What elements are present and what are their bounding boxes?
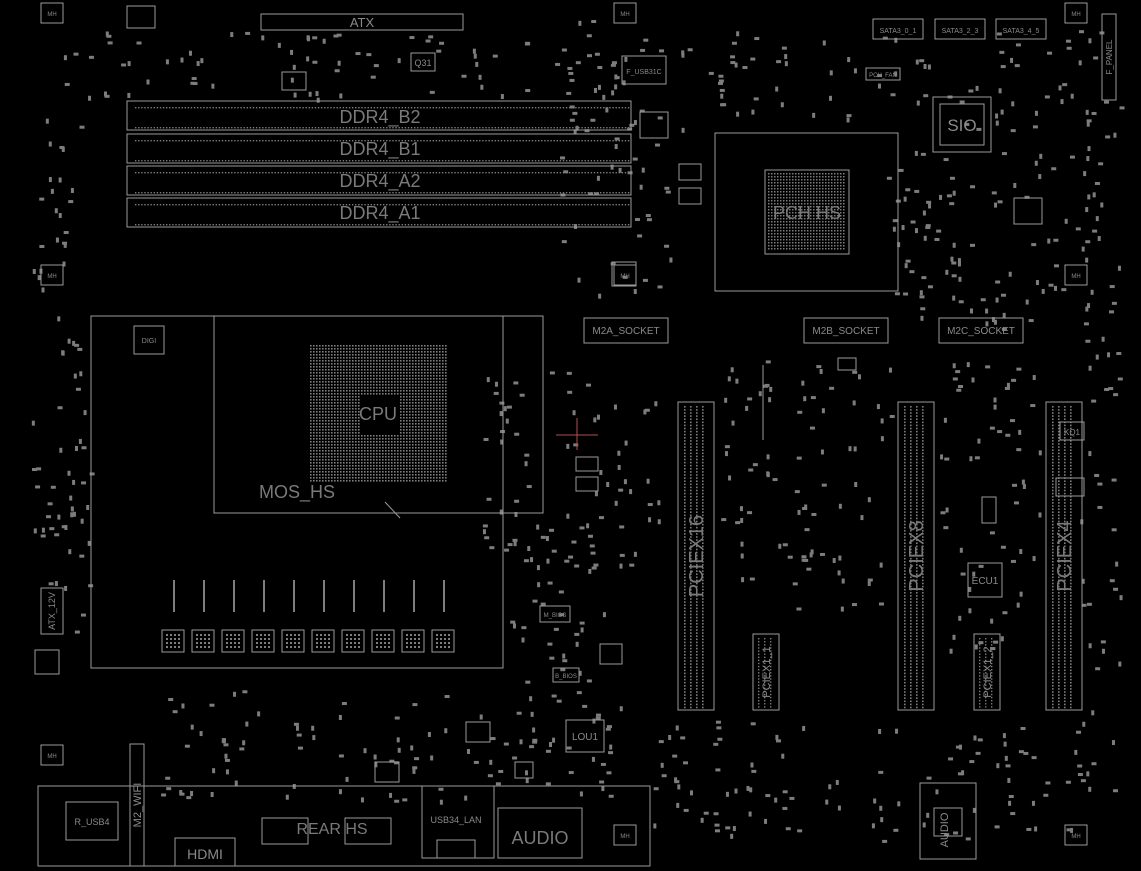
pciex4-label: PCIEX4 [1054,520,1076,591]
mh-label-1: MH [47,12,56,18]
sio-chip[interactable] [932,96,992,153]
lou1-label: LOU1 [572,732,599,743]
atx-12v-connector[interactable] [40,587,64,635]
q31-label: Q31 [414,58,431,68]
f-panel-label: F_PANEL [1105,39,1114,75]
pciex16-label: PCIEX16 [686,515,708,597]
mh-label-3: MH [1071,12,1080,18]
mh-label-2: MH [620,12,629,18]
m-bios-label: M_BIOS [544,613,567,619]
pch-chip[interactable] [764,169,850,255]
sata-01-label: SATA3_0_1 [880,28,917,35]
label-layer: ATX DDR4_B2 DDR4_B1 DDR4_A2 DDR4_A1 SIO … [47,12,1114,862]
mh-label-8: MH [620,834,629,840]
dimm-slot-a1[interactable] [126,197,632,228]
atx-12v-label: ATX_12V [47,592,57,630]
hdmi-port[interactable] [174,837,236,867]
audio-chip-label: AUDIO [939,812,951,847]
m2a-label: M2A_SOCKET [592,326,659,337]
pciex8-slot[interactable] [897,401,935,711]
cpu-label: CPU [359,404,397,424]
audio-port[interactable] [497,807,583,859]
pciex16-slot[interactable] [677,401,715,711]
m2a-socket[interactable] [583,317,669,344]
pch-hs-label: PCH HS [773,203,841,223]
mh-label-9: MH [1071,834,1080,840]
m2b-socket[interactable] [803,317,889,344]
sata-23-label: SATA3_2_3 [942,28,979,35]
sata-0-1[interactable] [872,18,924,40]
mos-hs-label: MOS_HS [259,482,335,503]
ddr4-b2-label: DDR4_B2 [339,107,420,128]
usb34-lan-label: USB34_LAN [430,815,481,825]
dimm-slot-a2[interactable] [126,165,632,196]
rear-hs-label: REAR HS [296,821,367,838]
component-fill-layer [31,20,1125,843]
pciex1-2-label: PCIEX1_2 [982,646,994,697]
mh-label-6: MH [1071,274,1080,280]
pciex1-2-slot[interactable] [973,633,1001,711]
dimm-slot-b1[interactable] [126,133,632,164]
m2b-label: M2B_SOCKET [812,326,879,337]
audio-port-label: AUDIO [511,828,568,848]
kq1-label: KQ1 [1064,428,1081,437]
crosshair-cursor-icon [556,418,598,450]
cpu-socket-outline[interactable] [213,315,544,514]
sata-2-3[interactable] [934,18,986,40]
r-usb4-label: R_USB4 [74,817,109,827]
sio-label: SIO [947,116,976,135]
ddr4-a2-label: DDR4_A2 [339,171,420,192]
atx-label: ATX [350,15,375,30]
mh-label-4: MH [47,274,56,280]
outline-layer [34,2,1117,867]
f-usb31c-label: F_USB31C [626,69,661,76]
pciex8-label: PCIEX8 [906,520,928,591]
pciex4-slot[interactable] [1045,401,1083,711]
ecu1-label: ECU1 [972,576,999,587]
pciex1-1-label: PCIEX1_1 [761,646,773,697]
m2-wifi-label: M2_WIFI [132,783,144,828]
hdmi-label: HDMI [187,846,223,862]
mh-label-7: MH [47,754,56,760]
b-bios-label: B_BIOS [555,674,577,680]
ddr4-b1-label: DDR4_B1 [339,139,420,160]
m2c-socket[interactable] [938,317,1024,344]
mh-label-5: MH [620,274,629,280]
sata-45-label: SATA3_4_5 [1003,28,1040,35]
m2c-label: M2C_SOCKET [947,326,1015,337]
sata-4-5[interactable] [995,18,1047,40]
ddr4-a1-label: DDR4_A1 [339,203,420,224]
pch-fan-label: PCH_FAN [869,73,897,79]
dimm-slot-b2[interactable] [126,100,632,131]
front-panel-header[interactable] [1101,13,1117,101]
digi-label: DIGI [142,338,156,345]
pciex1-1-slot[interactable] [752,633,780,711]
